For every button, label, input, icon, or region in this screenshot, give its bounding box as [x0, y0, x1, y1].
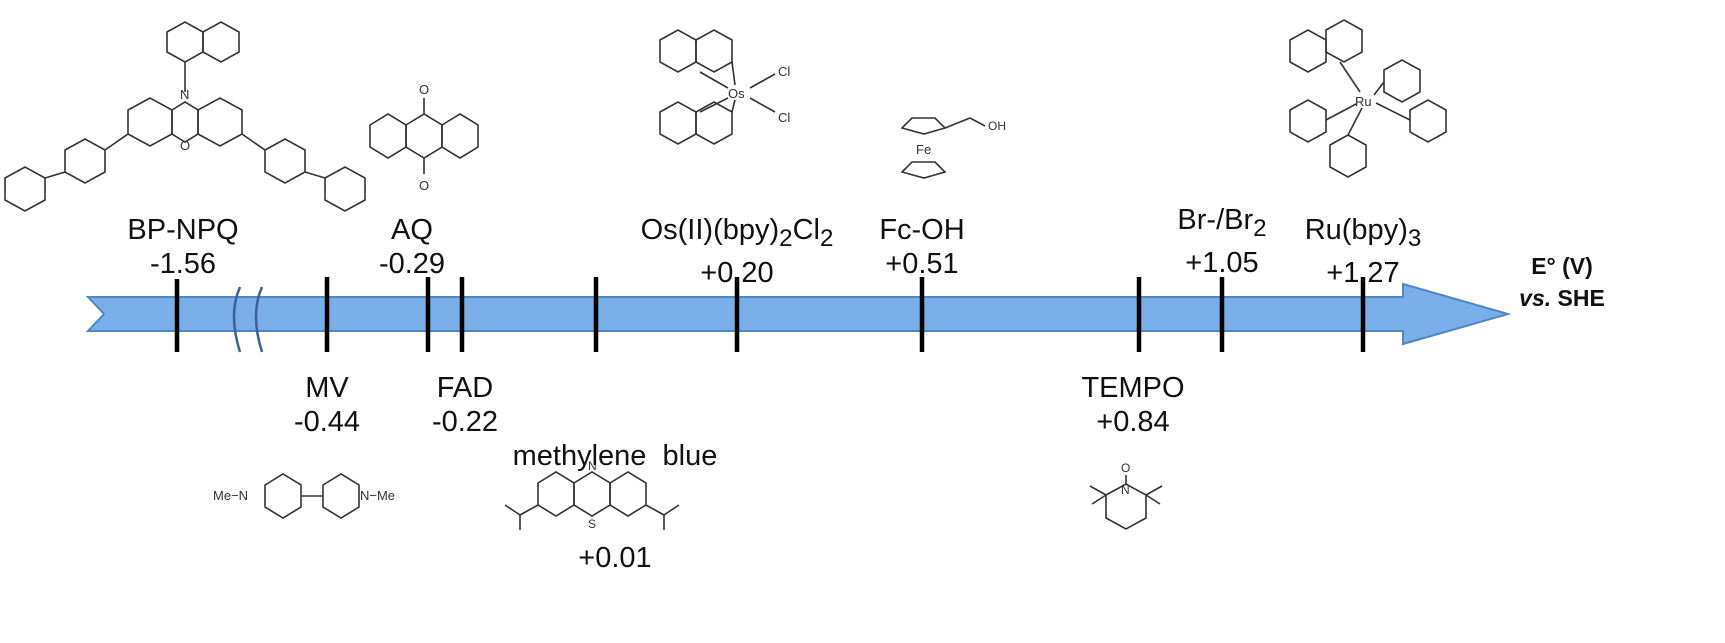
aq-o-bot-atom-label: O — [419, 178, 429, 193]
label-br: Br-/Br2 +1.05 — [1177, 203, 1266, 280]
couple-value: +1.05 — [1185, 246, 1259, 279]
label-tempo: TEMPO +0.84 — [1081, 371, 1184, 439]
methylene-blue-structure: N S — [504, 459, 680, 531]
axis-label: E° (V) vs. SHE — [1519, 250, 1605, 314]
label-bp-npq: BP-NPQ -1.56 — [127, 213, 238, 281]
oh-atom-label: OH — [988, 119, 1006, 133]
diagram-canvas: N O O O — [4, 19, 1512, 531]
mb-s-atom-label: S — [588, 517, 596, 531]
couple-name: BP-NPQ — [127, 214, 239, 246]
axis-label-line2: vs. SHE — [1519, 285, 1605, 311]
potential-diagram: N O O O — [4, 19, 1605, 574]
fe-atom-label: Fe — [916, 142, 931, 157]
couple-value: -0.22 — [431, 406, 499, 438]
phen-o-atom-label: O — [180, 138, 190, 153]
axis-break-right — [254, 286, 264, 353]
couple-value: -0.29 — [378, 248, 446, 280]
aq-o-top-atom-label: O — [419, 82, 429, 97]
couple-value: +0.01 — [578, 542, 652, 574]
ru-metal-atom-label: Ru — [1355, 94, 1372, 109]
os-bpy-structure: Os Cl Cl — [659, 29, 790, 145]
os-cl2-atom-label: Cl — [778, 110, 790, 125]
phen-n-atom-label: N — [180, 87, 189, 102]
bp-npq-structure: N O — [4, 21, 366, 212]
couple-value: +0.51 — [885, 248, 959, 280]
couple-name: Os(II)(bpy)2Cl2 — [640, 214, 834, 252]
couple-value: +0.84 — [1096, 406, 1170, 438]
mv-right-atom-label: N−Me — [360, 488, 395, 503]
mb-n-atom-label: N — [588, 459, 597, 473]
fc-oh-structure: Fe OH — [900, 117, 1006, 179]
couple-name: methylene blue — [512, 440, 718, 472]
tempo-structure: N O — [1089, 461, 1163, 530]
couple-name: Br-/Br2 — [1177, 204, 1267, 242]
label-methylene-blue: methylene blue +0.01 — [513, 371, 718, 643]
label-fad: FAD -0.22 — [432, 371, 498, 439]
couple-value: -1.56 — [149, 248, 217, 280]
potential-axis-arrow — [85, 282, 1512, 346]
couple-name: TEMPO — [1081, 372, 1185, 404]
couple-name: FAD — [436, 372, 494, 404]
tempo-o-atom-label: O — [1121, 461, 1130, 475]
label-os-bpy: Os(II)(bpy)2Cl2 +0.20 — [641, 213, 834, 290]
aq-structure: O O — [369, 82, 479, 193]
ru-bpy-structure: Ru — [1289, 19, 1447, 178]
mv-structure: Me−N N−Me — [213, 473, 395, 519]
couple-name: Ru(bpy)3 — [1304, 214, 1422, 252]
os-cl1-atom-label: Cl — [778, 64, 790, 79]
label-aq: AQ -0.29 — [379, 213, 445, 281]
label-mv: MV -0.44 — [294, 371, 360, 439]
couple-value: +1.27 — [1326, 256, 1400, 289]
mv-left-atom-label: Me−N — [213, 488, 248, 503]
axis-label-line1: E° (V) — [1531, 253, 1593, 279]
label-ru-bpy: Ru(bpy)3 +1.27 — [1305, 213, 1422, 290]
couple-name: MV — [305, 372, 349, 404]
axis-label-vs: vs. — [1519, 285, 1552, 311]
axis-label-she: SHE — [1551, 285, 1605, 311]
tempo-n-atom-label: N — [1121, 483, 1130, 497]
label-fc-oh: Fc-OH +0.51 — [879, 213, 964, 281]
couple-value: -0.44 — [293, 406, 361, 438]
couple-value: +0.20 — [700, 256, 774, 289]
couple-name: Fc-OH — [879, 214, 965, 246]
axis-break-left — [232, 286, 242, 353]
couple-name: AQ — [391, 214, 433, 246]
os-metal-atom-label: Os — [728, 86, 745, 101]
